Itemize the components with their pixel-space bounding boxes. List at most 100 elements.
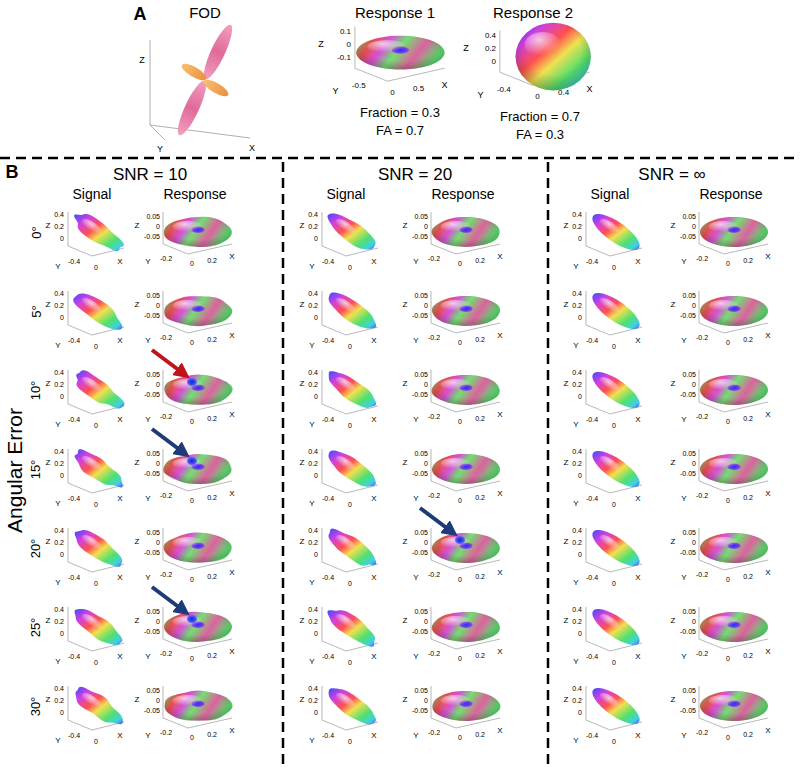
pointer-arrow xyxy=(152,350,184,374)
tick-label: 0 xyxy=(458,260,462,267)
torus-shading xyxy=(164,533,232,563)
tick-label: 0.4 xyxy=(572,369,582,376)
tick-label: 0 xyxy=(692,223,696,230)
tick-label: 0.4 xyxy=(558,89,569,97)
axis-label: Y xyxy=(681,495,686,503)
tick-label: 0 xyxy=(156,460,160,467)
axis-label: Z xyxy=(46,222,51,230)
axis-label: Y xyxy=(681,732,686,740)
axis-label: Z xyxy=(300,222,305,230)
tick-label: -0.4 xyxy=(586,337,598,344)
axis-line xyxy=(586,212,642,256)
axis-label: Z xyxy=(300,380,305,388)
axis-label: X xyxy=(371,258,376,266)
axis-line xyxy=(322,607,378,651)
axis-label: Z xyxy=(403,617,408,625)
tick-label: 0.4 xyxy=(572,685,582,692)
tick-label: 0 xyxy=(156,618,160,625)
axis-label: Y xyxy=(145,258,150,266)
axis-label: X xyxy=(371,337,376,345)
tick-label: 0.2 xyxy=(207,257,217,264)
tick-label: 0 xyxy=(94,659,98,666)
tick-label: 0 xyxy=(94,264,98,271)
tick-label: 0.05 xyxy=(146,687,160,694)
tick-label: -0.2 xyxy=(428,650,440,657)
axis-label: Y xyxy=(145,653,150,661)
axis-label: Z xyxy=(564,222,569,230)
axis-label: Y xyxy=(55,421,60,429)
axis-label: Z xyxy=(564,617,569,625)
axis-label: Z xyxy=(300,617,305,625)
tick-label: -0.4 xyxy=(497,86,511,94)
signal-profile xyxy=(329,688,376,724)
axis-line xyxy=(586,528,642,572)
signal-profile xyxy=(592,688,639,724)
tick-label: 0.2 xyxy=(308,697,318,704)
axis-label: X xyxy=(497,253,502,261)
tick-label: -0.4 xyxy=(586,258,598,265)
signal-highlight xyxy=(333,374,358,396)
axis-label: Y xyxy=(145,732,150,740)
tick-label: 0 xyxy=(578,630,582,637)
divider-line xyxy=(0,157,800,160)
panel-title: Response 2 xyxy=(493,5,573,20)
axis-line xyxy=(163,449,232,491)
axis-line xyxy=(68,607,124,651)
tick-label: 0 xyxy=(424,302,428,309)
axis-label: Y xyxy=(309,658,314,666)
tick-label: 0 xyxy=(348,501,352,508)
tick-label: 0.2 xyxy=(572,697,582,704)
axis-label: X xyxy=(635,416,640,424)
axis-label: Z xyxy=(403,459,408,467)
tick-label: 0.1 xyxy=(340,28,351,36)
tick-label: 0.4 xyxy=(572,290,582,297)
tick-label: -0.1 xyxy=(337,54,351,62)
axis-label: X xyxy=(765,253,770,261)
tick-label: -0.05 xyxy=(144,233,160,240)
tick-label: 0.4 xyxy=(572,527,582,534)
axis-label: Z xyxy=(46,380,51,388)
response-torus xyxy=(432,533,500,563)
tick-label: 0.2 xyxy=(485,45,496,53)
tick-label: 0 xyxy=(458,497,462,504)
axis-label: Y xyxy=(55,342,60,350)
tick-label: 0.05 xyxy=(682,608,696,615)
signal-profile xyxy=(329,371,376,408)
axis-label: Y xyxy=(573,737,578,745)
signal-profile xyxy=(75,530,123,567)
tick-label: -0.2 xyxy=(160,413,172,420)
axis-label: Z xyxy=(135,617,140,625)
axis-line xyxy=(586,607,642,651)
fod-lobe xyxy=(179,61,208,84)
tick-label: -0.4 xyxy=(322,732,334,739)
tick-label: 0 xyxy=(190,576,194,583)
tick-label: 0 xyxy=(458,418,462,425)
tick-label: -0.2 xyxy=(428,255,440,262)
tick-label: 0.05 xyxy=(682,292,696,299)
axis-label: Z xyxy=(46,538,51,546)
angle-label: 15° xyxy=(29,459,42,479)
tick-label: 0 xyxy=(612,580,616,587)
axis-label: X xyxy=(117,258,122,266)
tick-label: 0 xyxy=(314,235,318,242)
signal-profile xyxy=(329,529,377,566)
tick-label: 0.4 xyxy=(54,527,64,534)
tick-label: 0.4 xyxy=(308,290,318,297)
response-torus xyxy=(432,375,500,405)
tick-label: 0 xyxy=(612,343,616,350)
tick-label: 0 xyxy=(94,738,98,745)
tick-label: 0 xyxy=(692,460,696,467)
signal-profile xyxy=(75,609,123,645)
tick-label: 0.2 xyxy=(207,494,217,501)
tick-label: 0 xyxy=(424,618,428,625)
tick-label: 0 xyxy=(314,551,318,558)
tick-label: -0.05 xyxy=(144,470,160,477)
torus-shading xyxy=(164,375,232,405)
signal-profile xyxy=(327,610,375,647)
axis-label: X xyxy=(635,258,640,266)
tick-label: 0 xyxy=(578,472,582,479)
torus-highlight xyxy=(173,695,204,707)
torus-shading xyxy=(432,454,500,484)
tick-label: 0.2 xyxy=(743,652,753,659)
axis-label: Z xyxy=(300,301,305,309)
